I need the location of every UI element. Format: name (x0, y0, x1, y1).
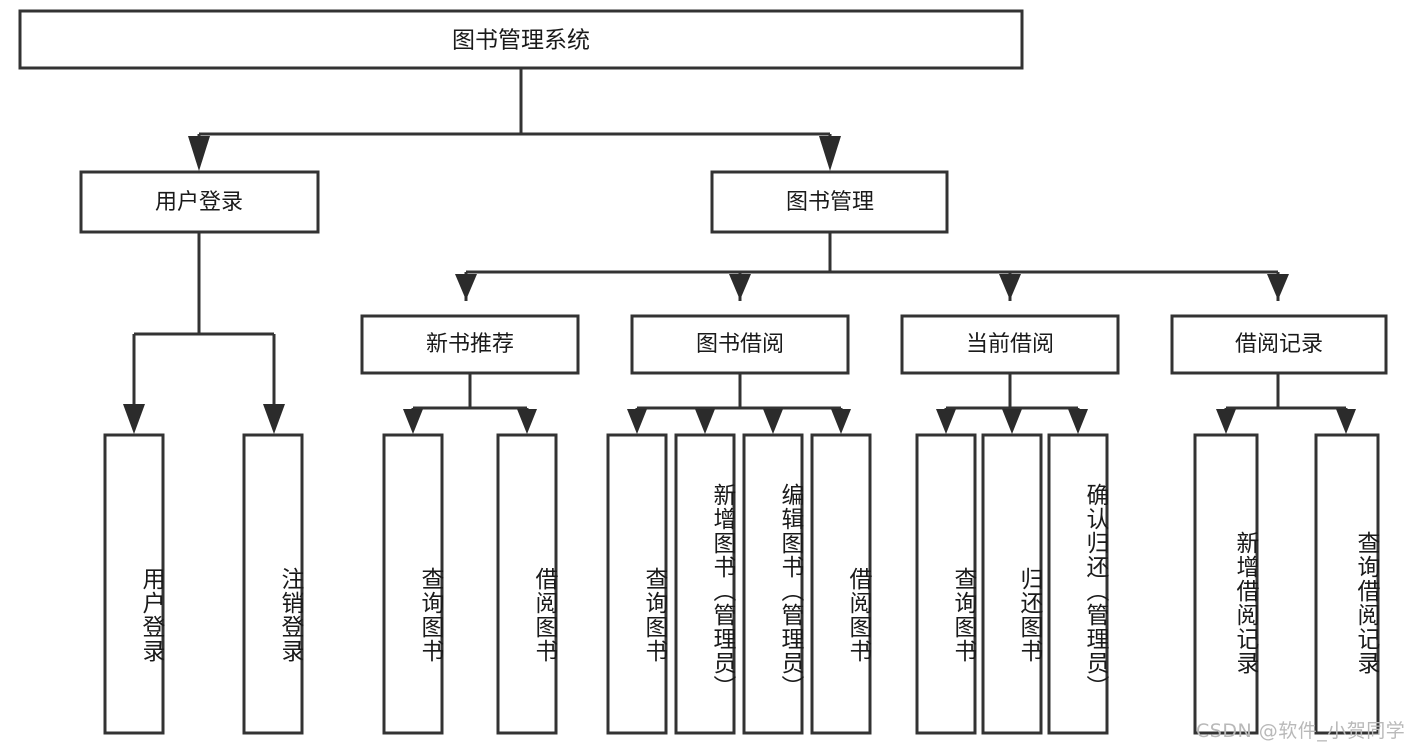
arrowhead-user-login (188, 136, 210, 171)
arrowhead-record-leaf-2 (1336, 409, 1356, 434)
leaf-box-logout[interactable] (242, 433, 304, 735)
arrowhead-current-leaf-3 (1068, 409, 1088, 434)
leaf-box-new-book-borrow[interactable] (496, 433, 558, 735)
arrowhead-current-leaf-2 (1002, 409, 1022, 434)
node-current-borrow[interactable]: 当前借阅 (900, 314, 1120, 375)
arrowhead-borrow-leaf-2 (695, 409, 715, 434)
node-book-borrow-label: 图书借阅 (696, 332, 784, 357)
arrowhead-borrow-leaf-1 (627, 409, 647, 434)
node-new-book-recommend[interactable]: 新书推荐 (360, 314, 580, 375)
leaf-box-user-login[interactable] (103, 433, 165, 735)
node-new-book-recommend-label: 新书推荐 (426, 332, 514, 357)
node-book-borrow[interactable]: 图书借阅 (630, 314, 850, 375)
leaf-box-record-add[interactable] (1193, 433, 1259, 735)
arrowhead-new-book (455, 274, 477, 300)
node-book-borrow-box[interactable] (630, 314, 850, 375)
arrowhead-borrow (729, 274, 751, 300)
arrowhead-new-book-leaf-1 (403, 409, 423, 434)
leaf-box-borrow-add[interactable] (674, 433, 736, 735)
arrowhead-new-book-leaf-2 (517, 409, 537, 434)
node-root[interactable]: 图书管理系统 (18, 9, 1024, 70)
leaf-box-borrow-edit[interactable] (742, 433, 804, 735)
node-root-label: 图书管理系统 (452, 28, 590, 54)
node-user-login-box[interactable] (79, 170, 320, 234)
node-book-management[interactable]: 图书管理 (710, 170, 949, 234)
node-user-login-label: 用户登录 (155, 190, 243, 215)
node-current-borrow-box[interactable] (900, 314, 1120, 375)
node-user-login[interactable]: 用户登录 (79, 170, 320, 234)
leaf-box-current-return[interactable] (981, 433, 1043, 735)
leaf-box-new-book-query[interactable] (382, 433, 444, 735)
node-borrow-record[interactable]: 借阅记录 (1170, 314, 1388, 375)
leaf-box-layer (103, 433, 1380, 735)
arrowhead-record (1267, 274, 1289, 300)
arrowhead-book-mgmt (819, 136, 841, 171)
leaf-box-current-confirm[interactable] (1047, 433, 1109, 735)
arrowhead-current-leaf-1 (936, 409, 956, 434)
arrowhead-current (999, 274, 1021, 300)
leaf-box-record-query[interactable] (1314, 433, 1380, 735)
arrowhead-borrow-leaf-4 (831, 409, 851, 434)
leaf-box-borrow-query[interactable] (606, 433, 668, 735)
node-borrow-record-box[interactable] (1170, 314, 1388, 375)
node-book-management-label: 图书管理 (786, 190, 874, 215)
arrowhead-leaf-logout (263, 404, 285, 434)
leaf-box-borrow-lend[interactable] (810, 433, 872, 735)
csdn-watermark: CSDN @软件_小贺同学 (1196, 720, 1405, 742)
arrowhead-record-leaf-1 (1216, 409, 1236, 434)
arrowhead-layer (123, 136, 1356, 434)
node-root-box[interactable] (18, 9, 1024, 70)
node-new-book-recommend-box[interactable] (360, 314, 580, 375)
leaf-box-current-query[interactable] (915, 433, 977, 735)
node-borrow-record-label: 借阅记录 (1235, 332, 1323, 357)
node-current-borrow-label: 当前借阅 (966, 332, 1054, 357)
arrowhead-borrow-leaf-3 (763, 409, 783, 434)
node-book-management-box[interactable] (710, 170, 949, 234)
arrowhead-leaf-user-login (123, 404, 145, 434)
